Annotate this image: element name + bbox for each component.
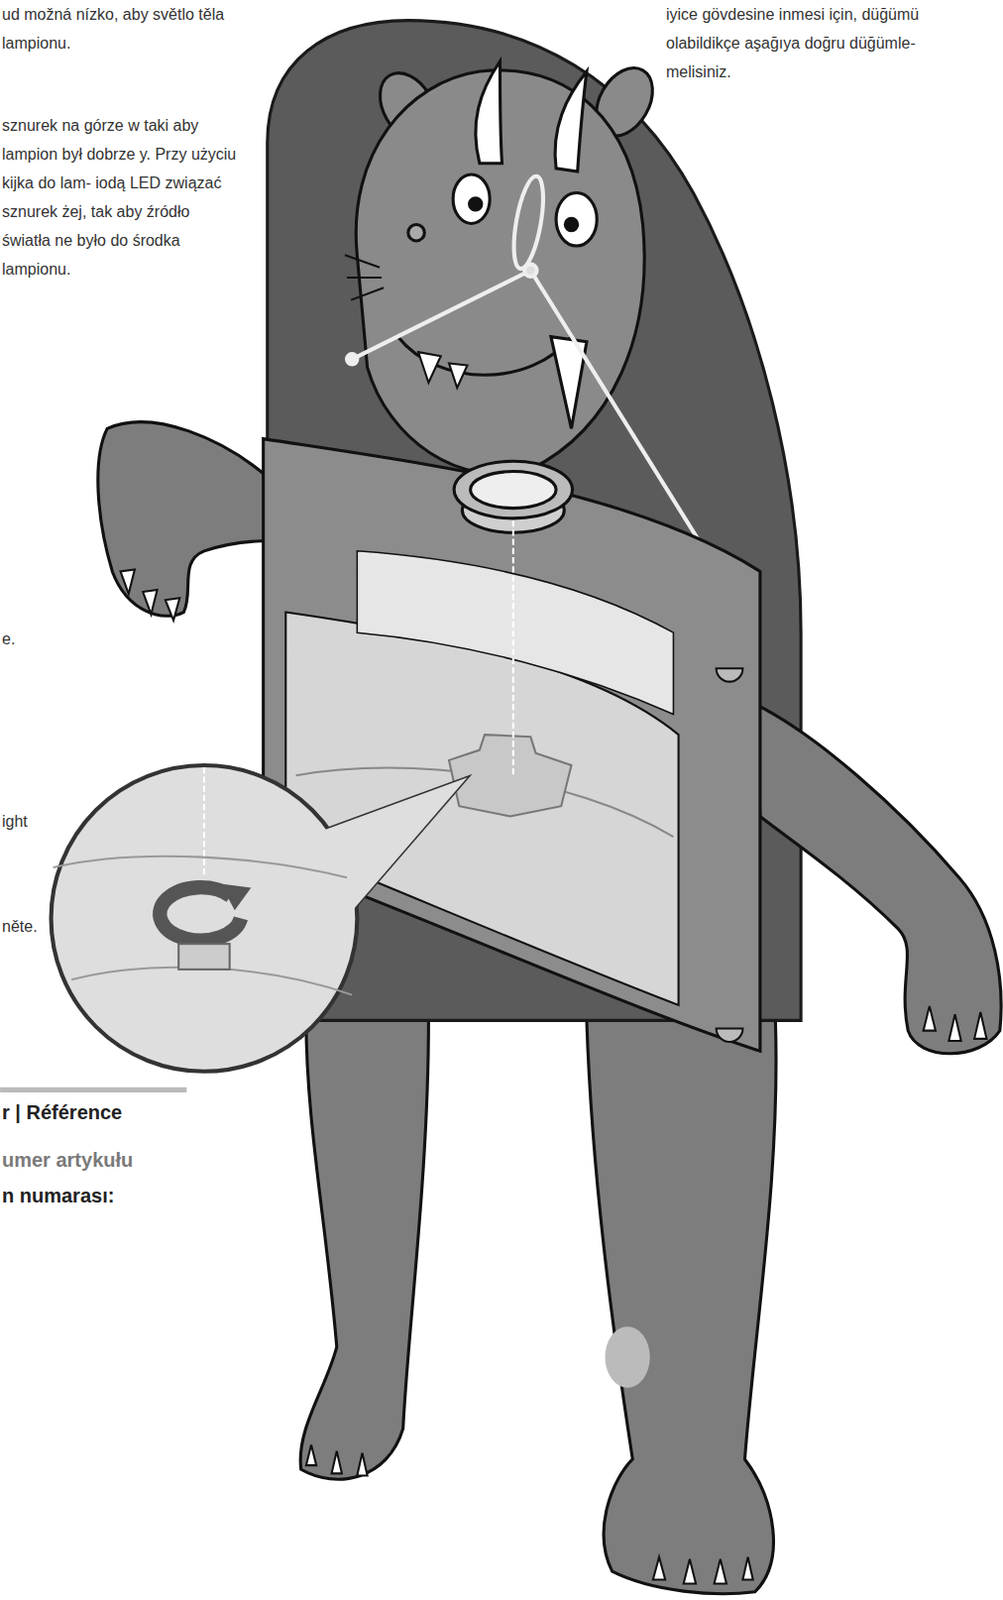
instruction-text: iyice gövdesine inmesi için, düğümü olab…: [666, 0, 954, 87]
reference-heading: n numarası:: [1, 1181, 201, 1210]
instruction-text: sznurek na górze w taki aby lampion był …: [1, 111, 240, 284]
text-fragment: ight: [1, 806, 62, 836]
reference-heading: r | Référence: [1, 1098, 201, 1126]
instruction-text: ud možná nízko, aby světlo těla lampionu…: [1, 0, 262, 58]
divider-rule: [0, 1089, 187, 1091]
reference-heading: umer artykułu: [1, 1145, 201, 1174]
text-fragment: e.: [1, 624, 62, 654]
text-fragment: něte.: [1, 911, 62, 941]
zoom-callout: [51, 765, 468, 1072]
legs: [300, 1019, 777, 1593]
